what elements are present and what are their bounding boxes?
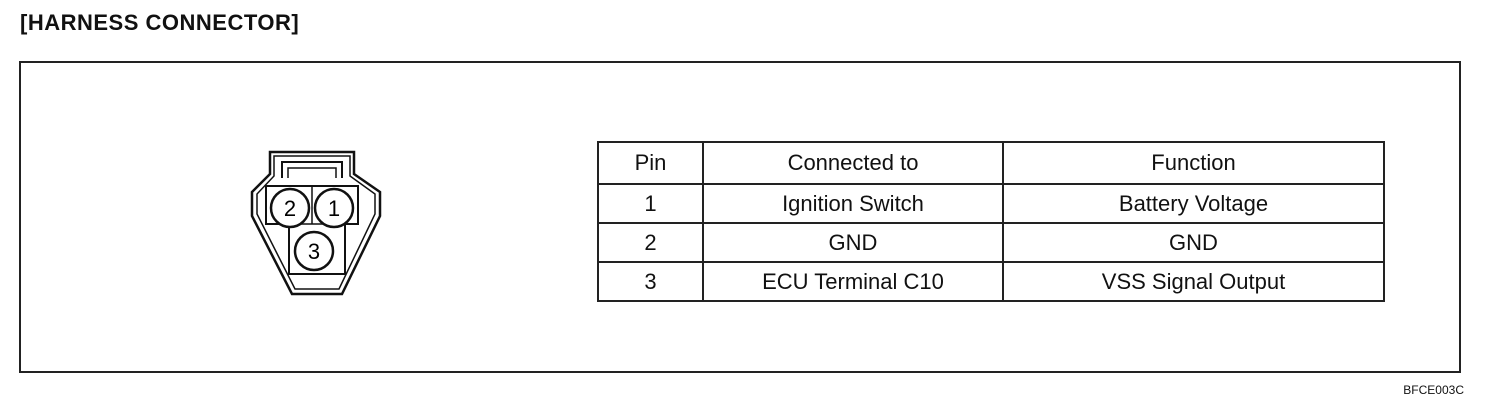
- cell-connected-to: GND: [702, 222, 1004, 263]
- cell-function: GND: [1002, 222, 1385, 263]
- header-function: Function: [1002, 141, 1385, 185]
- table-row: 1 Ignition Switch Battery Voltage: [597, 183, 1385, 224]
- pin-3-circle: [293, 230, 335, 272]
- pin-2-label: 2: [284, 196, 296, 221]
- table-header-row: Pin Connected to Function: [597, 141, 1385, 185]
- pin-table: Pin Connected to Function 1 Ignition Swi…: [597, 141, 1385, 302]
- connector-face-icon: 2 1 3: [250, 150, 382, 296]
- cell-pin: 2: [597, 222, 704, 263]
- header-pin: Pin: [597, 141, 704, 185]
- pin-3-label: 3: [308, 239, 320, 264]
- header-connected-to: Connected to: [702, 141, 1004, 185]
- table-row: 3 ECU Terminal C10 VSS Signal Output: [597, 261, 1385, 302]
- cell-function: Battery Voltage: [1002, 183, 1385, 224]
- cell-pin: 1: [597, 183, 704, 224]
- diagram-frame: [19, 61, 1461, 373]
- cell-pin: 3: [597, 261, 704, 302]
- page-title: [HARNESS CONNECTOR]: [20, 10, 300, 35]
- pin-2-circle: [269, 187, 311, 229]
- table-row: 2 GND GND: [597, 222, 1385, 263]
- cell-function: VSS Signal Output: [1002, 261, 1385, 302]
- figure-code: BFCE003C: [1403, 383, 1464, 397]
- pin-1-label: 1: [328, 196, 340, 221]
- pin-1-circle: [313, 187, 355, 229]
- cell-connected-to: ECU Terminal C10: [702, 261, 1004, 302]
- cell-connected-to: Ignition Switch: [702, 183, 1004, 224]
